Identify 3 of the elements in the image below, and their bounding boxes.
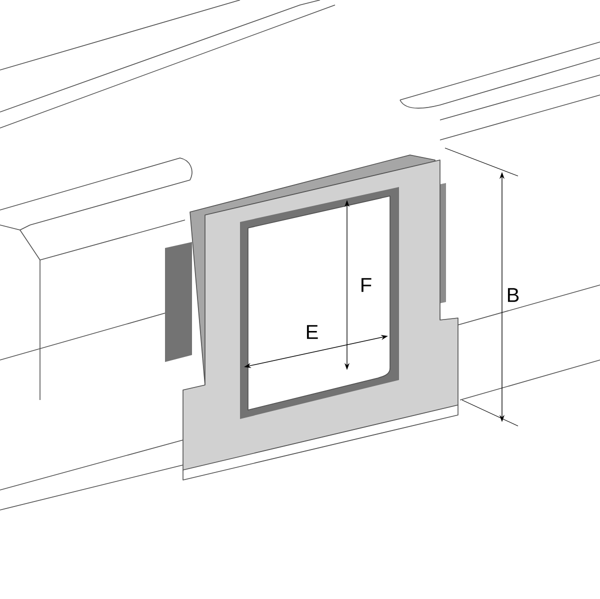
dimension-label: F — [358, 277, 374, 293]
dimension-label: B — [505, 287, 521, 303]
dimension-label: E — [304, 324, 320, 340]
